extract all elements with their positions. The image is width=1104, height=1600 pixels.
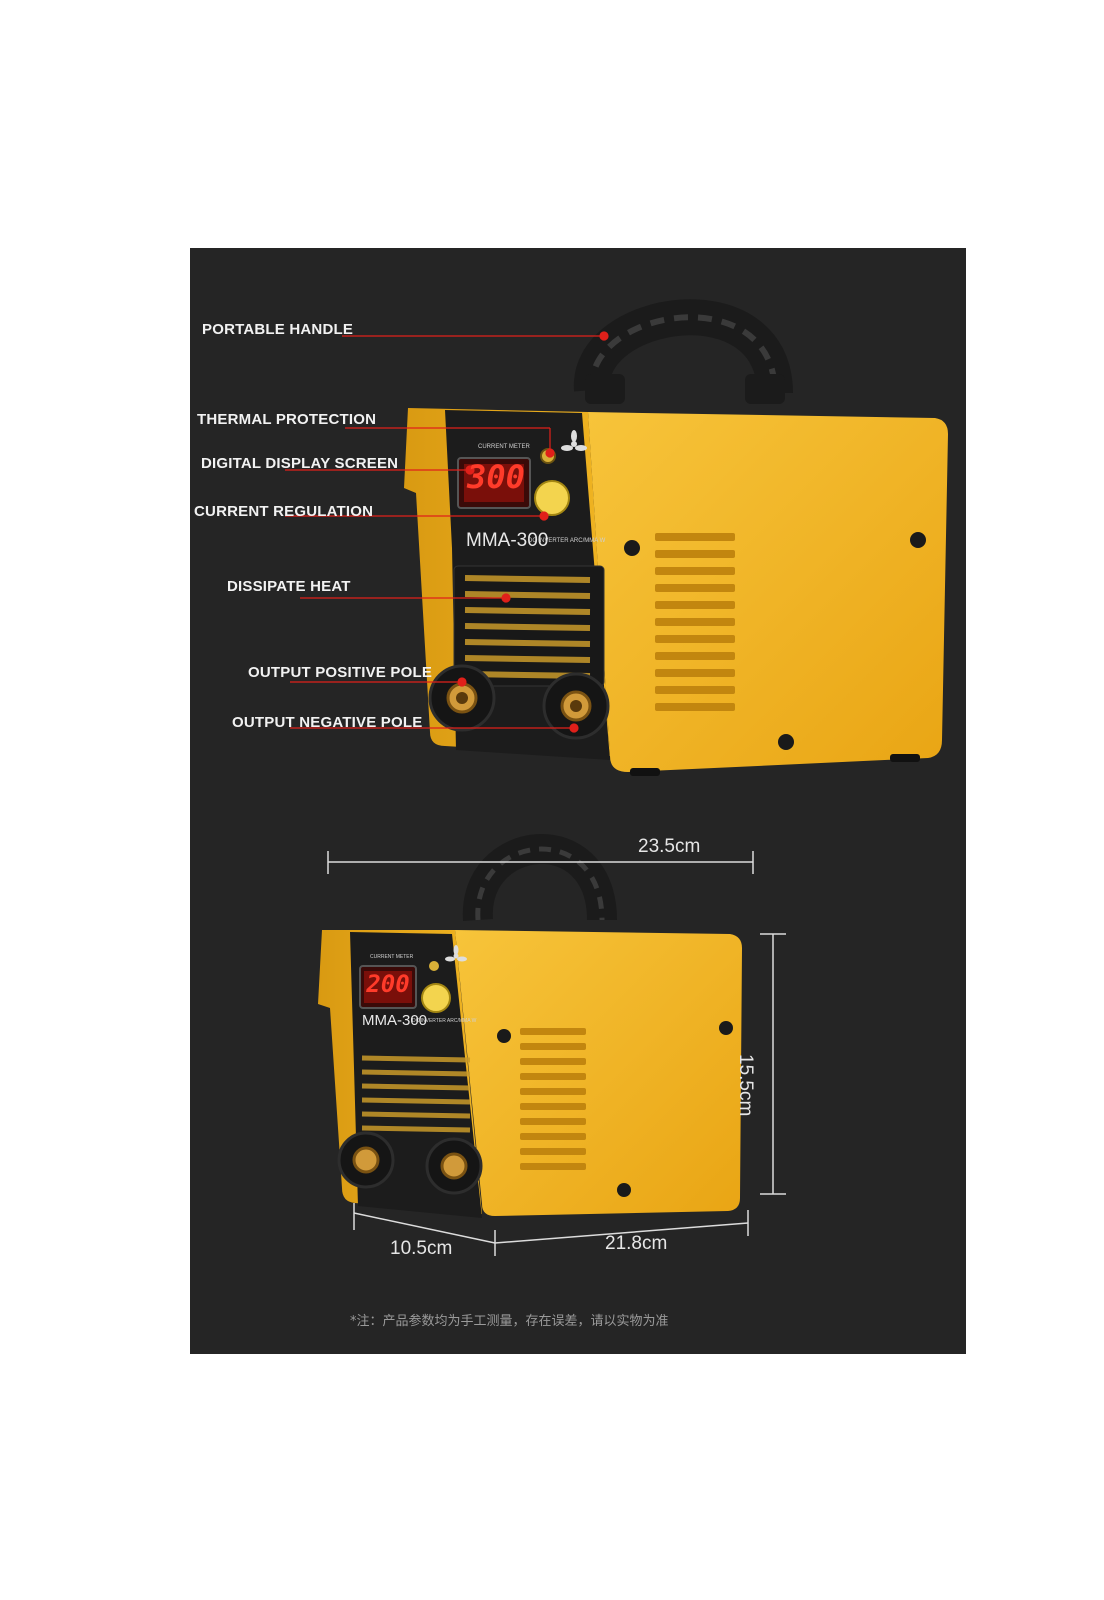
bottom-meter-label: CURRENT METER (370, 954, 414, 960)
dimension-length: 21.8cm (605, 1233, 668, 1254)
bottom-welder (318, 834, 742, 1218)
knob-icon (534, 480, 570, 516)
product-illustration (285, 299, 948, 1256)
top-meter-label: CURRENT METER (478, 444, 530, 450)
fan-icon (561, 430, 587, 451)
footnote: *注：产品参数均为手工测量，存在误差，请以实物为准 (350, 1314, 669, 1329)
top-welder (404, 299, 948, 776)
callout-output-negative-pole: OUTPUT NEGATIVE POLE (232, 714, 423, 731)
callout-portable-handle: PORTABLE HANDLE (202, 321, 354, 338)
top-model-label: MMA-300 (466, 530, 549, 551)
positive-socket-icon (428, 664, 496, 732)
product-panel: PORTABLE HANDLE THERMAL PROTECTION DIGIT… (190, 248, 966, 1354)
bottom-sub-label: DC INVERTER ARC/MMA W (412, 1018, 477, 1024)
dimension-depth: 10.5cm (390, 1238, 453, 1259)
dimension-lines (327, 851, 786, 1256)
callout-dissipate-heat: DISSIPATE HEAT (227, 578, 351, 595)
callout-output-positive-pole: OUTPUT POSITIVE POLE (248, 664, 433, 681)
negative-socket-icon (542, 672, 610, 740)
dimension-width: 23.5cm (638, 836, 701, 857)
callout-lines (285, 331, 609, 733)
top-display-readout: 300 (467, 458, 525, 496)
callout-current-regulation: CURRENT REGULATION (194, 503, 374, 520)
bottom-display-readout: 200 (366, 970, 410, 998)
dimension-height: 15.5cm (735, 1054, 756, 1117)
top-sub-label: DC INVERTER ARC/MMA W (528, 538, 606, 544)
callout-digital-display-screen: DIGITAL DISPLAY SCREEN (201, 455, 399, 472)
bottom-model-label: MMA-300 (362, 1012, 428, 1029)
callout-thermal-protection: THERMAL PROTECTION (197, 411, 377, 428)
